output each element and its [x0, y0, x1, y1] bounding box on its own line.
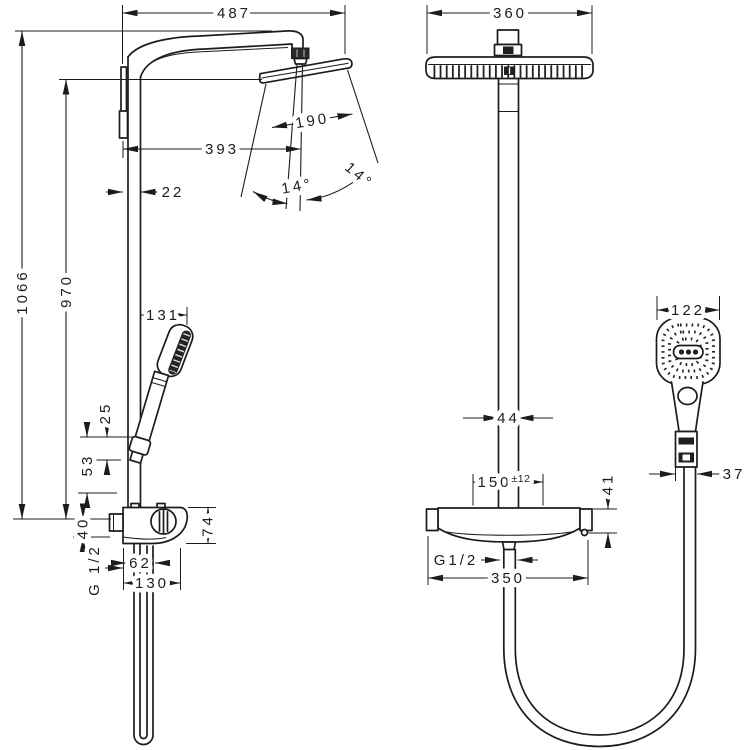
dim-41-label: 41 — [600, 473, 617, 496]
shower-hose-front — [502, 466, 697, 748]
dim-74: 74 — [186, 507, 221, 544]
dim-44: 44 — [463, 406, 553, 432]
arm-connector — [291, 47, 310, 65]
spray-cone — [240, 63, 379, 212]
dim-130-label: 130 — [135, 575, 169, 592]
dim-g12-left: G 1/2 — [82, 540, 123, 600]
dim-190: 190 — [271, 105, 353, 137]
dim-150: 150±12 — [472, 469, 544, 506]
dim-25-label: 25 — [97, 402, 114, 425]
head-connector-front — [493, 29, 523, 57]
overhead-shower-front — [425, 56, 594, 80]
shower-arm — [127, 30, 304, 78]
dim-122-label: 122 — [671, 302, 705, 319]
dim-970-label: 970 — [58, 274, 75, 308]
dim-22-label: 22 — [162, 184, 185, 201]
dim-970: 970 — [54, 79, 262, 519]
thermostat-valve-front — [425, 507, 593, 551]
shower-column-front — [497, 77, 520, 509]
dim-37: 37 — [649, 462, 747, 488]
dim-22: 22 — [106, 180, 186, 206]
dim-53-label: 53 — [79, 454, 96, 477]
dim-122: 122 — [656, 296, 720, 324]
dim-g12-right: G1/2 — [429, 548, 538, 574]
dim-40-label: 40 — [75, 517, 92, 540]
dim-350-label: 350 — [491, 570, 525, 587]
left-view-side: 14° 14° — [10, 1, 381, 746]
hand-shower-side — [128, 323, 194, 464]
dim-spray-angle-right-label: 14° — [341, 159, 376, 192]
dim-40: 40 — [70, 503, 110, 552]
dim-44-label: 44 — [497, 410, 520, 427]
dim-37-label: 37 — [723, 466, 746, 483]
dim-53: 53 — [75, 422, 117, 508]
dim-131: 131 — [140, 303, 188, 329]
overhead-shower-side — [258, 57, 353, 84]
dim-190-label: 190 — [294, 110, 330, 132]
dim-spray-angle-left-label: 14° — [280, 175, 314, 197]
thermostat-valve-side — [108, 502, 189, 545]
dim-150-label: 150±12 — [478, 473, 531, 491]
thread-label-left: G 1/2 — [86, 544, 103, 596]
dim-62-label: 62 — [129, 555, 152, 572]
dim-360-label: 360 — [493, 5, 527, 22]
dim-393-label: 393 — [205, 141, 239, 158]
right-view-front: 360 44 150±12 41 37 — [425, 1, 747, 748]
shower-hose-side — [133, 543, 154, 746]
dim-1066-label: 1066 — [14, 269, 31, 314]
dim-487-label: 487 — [217, 5, 251, 22]
dim-74-label: 74 — [200, 514, 217, 537]
thread-label-right: G1/2 — [434, 552, 479, 569]
wall-bracket — [118, 66, 129, 139]
dim-131-label: 131 — [146, 307, 180, 324]
hand-shower-front — [655, 317, 721, 468]
dim-393: 393 — [122, 137, 301, 163]
